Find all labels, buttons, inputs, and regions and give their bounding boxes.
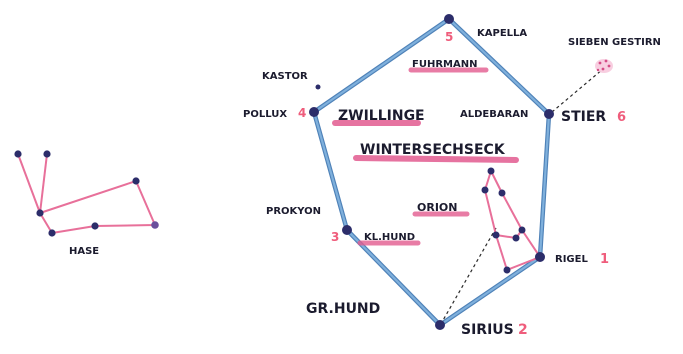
label-kapella: KAPELLA: [477, 28, 527, 39]
label-kastor: KASTOR: [262, 71, 308, 82]
label-wintersechseck: WINTERSECHSECK: [360, 142, 506, 158]
kapella-star: [444, 14, 454, 24]
label-aldebaran: ALDEBARAN: [460, 109, 528, 120]
prokyon-star: [342, 225, 352, 235]
aldebaran-to-pleiades-dashed-line: [552, 69, 603, 112]
label-sirius: SIRIUS: [461, 322, 514, 338]
label-orion: ORION: [417, 201, 457, 214]
hase-constellation-lines: [18, 154, 155, 233]
label-hase: HASE: [69, 246, 99, 257]
label-pollux: POLLUX: [243, 109, 287, 120]
label-prokyon: PROKYON: [266, 206, 321, 217]
number-pollux: 4: [298, 106, 306, 120]
number-aldebaran: 6: [617, 110, 626, 125]
label-gr-hund: GR.HUND: [306, 301, 380, 317]
label-rigel: RIGEL: [555, 254, 588, 265]
label-fuhrmann: FUHRMANN: [412, 59, 477, 70]
kastor-star: [316, 85, 321, 90]
label-zwillinge: ZWILLINGE: [338, 108, 425, 124]
pollux-star: [309, 107, 319, 117]
orion-constellation-lines: [485, 171, 540, 270]
number-sirius: 2: [518, 322, 528, 338]
label-stier: STIER: [561, 109, 606, 125]
number-prokyon: 3: [331, 230, 339, 244]
label-kl-hund: KL.HUND: [364, 232, 415, 243]
label-siebengestirn: SIEBEN GESTIRN: [568, 37, 661, 48]
rigel-star: [535, 252, 545, 262]
number-rigel: 1: [600, 252, 609, 267]
hase-stars: [14, 150, 158, 236]
aldebaran-star: [544, 109, 554, 119]
number-kapella: 5: [445, 30, 453, 44]
sirius-star: [435, 320, 445, 330]
